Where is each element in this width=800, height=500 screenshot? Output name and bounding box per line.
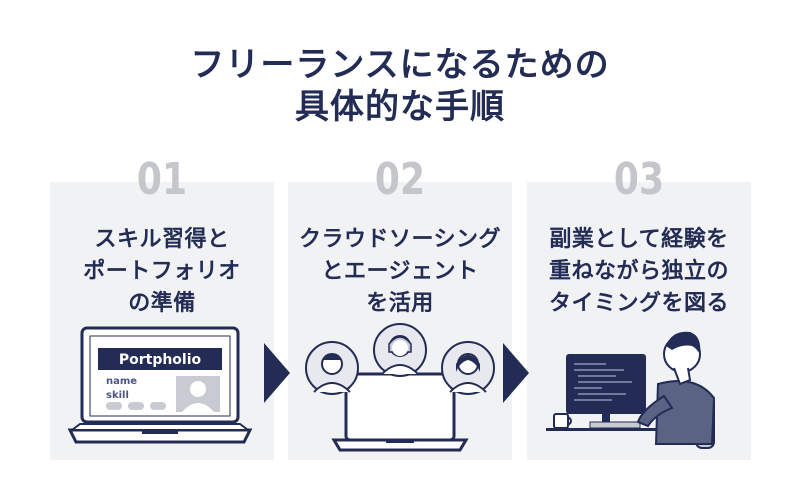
portfolio-name-label: name	[106, 376, 138, 387]
laptop-agents-illustration	[305, 323, 495, 452]
person-at-computer-illustration	[546, 331, 716, 449]
step-1-line-1: スキル習得と	[94, 227, 230, 252]
step-3-line-2: 重ねながら独立の	[548, 259, 729, 284]
step-1-line-2: ポートフォリオ	[83, 259, 241, 284]
step-2-line-2: とエージェント	[321, 259, 479, 284]
step-text-1: スキル習得と ポートフォリオ の準備	[50, 224, 274, 320]
title-line-2: 具体的な手順	[295, 87, 505, 127]
step-text-2: クラウドソーシング とエージェント を活用	[288, 224, 512, 320]
page-title: フリーランスになるための 具体的な手順	[0, 44, 800, 128]
arrow-right-icon	[503, 343, 529, 403]
portfolio-header: Portpholio	[118, 352, 202, 368]
step-number-1: 01	[136, 154, 188, 205]
step-3-line-3: タイミングを図る	[548, 291, 729, 316]
arrow-right-icon	[264, 343, 290, 403]
portfolio-skill-label: skill	[106, 390, 129, 401]
step-number-3: 03	[613, 154, 665, 205]
title-line-1: フリーランスになるための	[190, 45, 610, 85]
step-text-3: 副業として経験を 重ねながら独立の タイミングを図る	[527, 224, 751, 320]
laptop-portfolio-illustration	[67, 326, 253, 444]
step-2-line-1: クラウドソーシング	[298, 227, 502, 252]
step-number-2: 02	[374, 154, 426, 205]
step-3-line-1: 副業として経験を	[549, 227, 729, 252]
step-1-line-3: の準備	[128, 291, 196, 316]
step-2-line-3: を活用	[366, 291, 434, 316]
